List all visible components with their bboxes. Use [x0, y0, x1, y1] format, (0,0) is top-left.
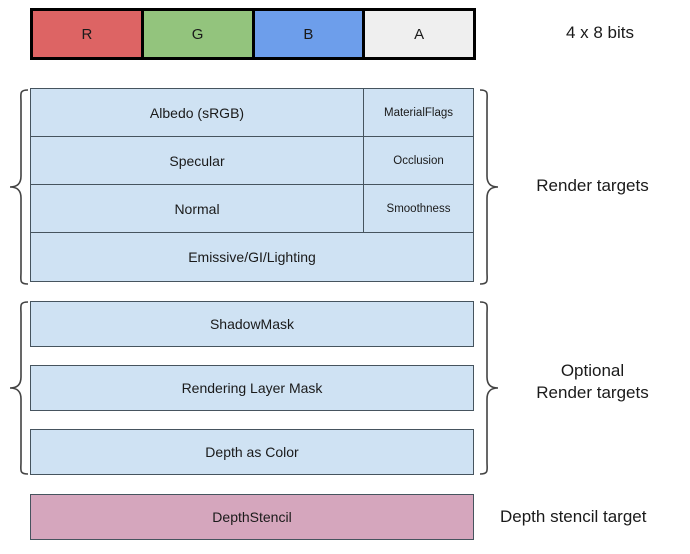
right-brace-render-targets [478, 88, 500, 286]
table-row: Emissive/GI/Lighting [31, 233, 473, 281]
optional-render-target-depth-as-color: Depth as Color [30, 429, 474, 475]
rgba-cell-b: B [254, 11, 366, 57]
render-target-emissive-gi-lighting: Emissive/GI/Lighting [31, 233, 473, 281]
render-target-specular: Specular [31, 137, 364, 184]
depth-stencil-box: DepthStencil [30, 494, 474, 540]
right-brace-optional-render-targets [478, 300, 500, 476]
table-row: Normal Smoothness [31, 185, 473, 233]
depth-stencil-side-label: Depth stencil target [500, 507, 647, 526]
render-target-smoothness: Smoothness [364, 185, 473, 232]
render-targets-table: Albedo (sRGB) MaterialFlags Specular Occ… [30, 88, 474, 282]
render-target-material-flags: MaterialFlags [364, 89, 473, 136]
rgba-cell-g: G [143, 11, 255, 57]
optional-render-target-rendering-layer-mask: Rendering Layer Mask [30, 365, 474, 411]
left-brace-render-targets [8, 88, 30, 286]
table-row: Specular Occlusion [31, 137, 473, 185]
optional-render-target-shadowmask: ShadowMask [30, 301, 474, 347]
rgba-cell-a: A [365, 11, 473, 57]
optional-render-targets-side-label: Optional Render targets [536, 361, 649, 402]
render-target-albedo: Albedo (sRGB) [31, 89, 364, 136]
bit-bar-side-label: 4 x 8 bits [565, 23, 635, 42]
render-target-normal: Normal [31, 185, 364, 232]
render-targets-side-label: Render targets [536, 176, 649, 195]
render-target-occlusion: Occlusion [364, 137, 473, 184]
table-row: Albedo (sRGB) MaterialFlags [31, 89, 473, 137]
rgba-cell-r: R [33, 11, 144, 57]
left-brace-optional-render-targets [8, 300, 30, 476]
rgba-bit-bar: R G B A [30, 8, 476, 60]
